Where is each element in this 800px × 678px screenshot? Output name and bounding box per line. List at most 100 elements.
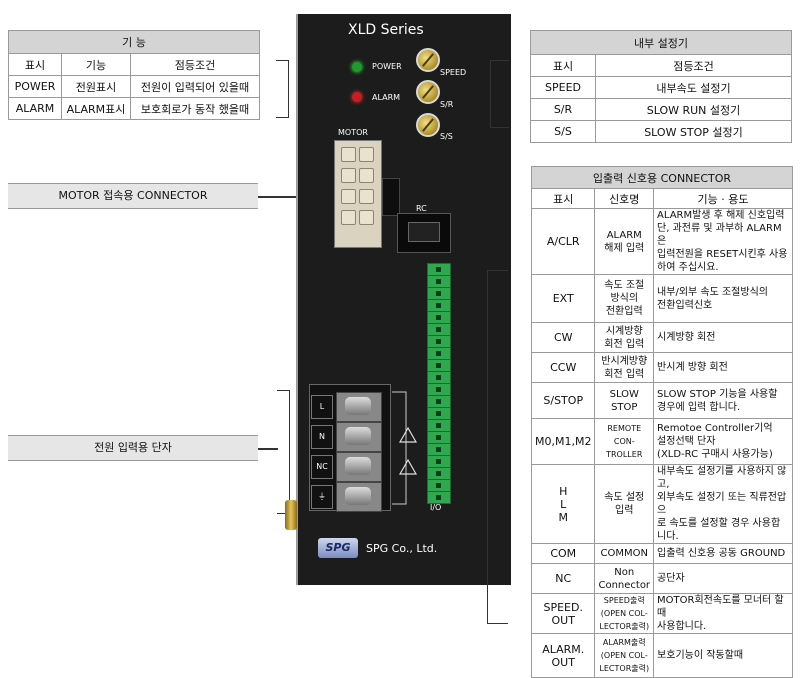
spg-logo: SPG <box>318 538 358 558</box>
table-cell: COMMON <box>594 543 655 564</box>
table-cell: 내부속도 설정기를 사용하지 않고, 외부속도 설정기 또는 직류전압으 로 속… <box>653 464 793 544</box>
table-cell: COM <box>530 543 596 564</box>
table-row: SPEED 내부속도 설정기 <box>530 76 792 99</box>
brass-fitting <box>285 500 297 530</box>
io-bracket <box>487 270 508 624</box>
internal-setting-table: 내부 설정기 표시 점등조건 SPEED 내부속도 설정기 S/R SLOW R… <box>530 30 792 143</box>
terminal-screw-ground[interactable] <box>336 482 382 512</box>
table-cell: SPEED <box>530 76 596 99</box>
table-cell: ALARM표시 <box>61 97 131 120</box>
table-cell: M0,M1,M2 <box>530 418 596 465</box>
col-header: 기능 <box>61 53 131 76</box>
terminal-screw-n[interactable] <box>336 422 382 452</box>
internal-table-title: 내부 설정기 <box>530 30 792 55</box>
power-bracket <box>277 390 290 514</box>
table-row: S/R SLOW RUN 설정기 <box>530 98 792 121</box>
table-cell: ALARM <box>8 97 62 120</box>
table-cell: SLOW STOP 기능을 사용할 경우에 입력 합니다. <box>653 382 793 419</box>
terminal-label: N <box>311 425 333 449</box>
table-cell: S/STOP <box>530 382 596 419</box>
function-bracket <box>276 60 289 118</box>
io-pin[interactable] <box>427 287 451 300</box>
terminal-screw-nc[interactable] <box>336 452 382 482</box>
table-cell: S/S <box>530 120 596 143</box>
table-cell: 보호기능이 작동할때 <box>653 633 793 678</box>
table-cell: H L M <box>530 464 596 544</box>
motor-connector[interactable] <box>334 140 382 248</box>
slow-run-knob[interactable] <box>416 80 440 104</box>
io-table-title: 입출력 신호용 CONNECTOR <box>531 166 793 189</box>
table-cell: 전원표시 <box>61 75 131 98</box>
warning-icon <box>398 458 418 475</box>
table-cell: EXT <box>530 274 596 323</box>
table-cell: SLOW RUN 설정기 <box>595 98 792 121</box>
company-name: SPG Co., Ltd. <box>366 542 438 555</box>
table-cell: SPEED. OUT <box>530 593 596 634</box>
table-cell: 시계방향 회전 입력 <box>594 322 655 353</box>
warning-symbols <box>392 391 418 505</box>
col-header: 신호명 <box>594 188 655 209</box>
table-row: S/S SLOW STOP 설정기 <box>530 120 792 143</box>
power-leader-line <box>258 448 278 450</box>
table-cell: A/CLR <box>530 208 596 275</box>
slow-stop-knob[interactable] <box>416 113 440 137</box>
terminal-screw-l[interactable] <box>336 392 382 422</box>
function-table: 기 능 표시 기능 점등조건 POWER 전원표시 전원이 입력되어 있을때 A… <box>8 30 260 120</box>
col-header: 점등조건 <box>595 54 792 77</box>
internal-bracket <box>490 60 509 128</box>
table-cell: REMOTE CON- TROLLER <box>594 418 655 465</box>
speed-knob[interactable] <box>416 48 440 72</box>
table-cell: 속도 설정 입력 <box>594 464 655 544</box>
table-cell: SLOW STOP 설정기 <box>595 120 792 143</box>
table-cell: 반시계방향 회전 입력 <box>594 352 655 383</box>
speed-knob-label: SPEED <box>440 68 467 77</box>
table-cell: 내부/외부 속도 조절방식의 전환입력신호 <box>653 274 793 323</box>
col-header: 기능 · 용도 <box>653 188 793 209</box>
col-header: 점등조건 <box>130 53 260 76</box>
table-row: POWER 전원표시 전원이 입력되어 있을때 <box>8 75 260 98</box>
table-cell: CW <box>530 322 596 353</box>
power-terminal-label: 전원 입력용 단자 <box>8 435 258 461</box>
function-table-title: 기 능 <box>8 30 260 54</box>
table-cell: SLOW STOP <box>594 382 655 419</box>
table-cell: CCW <box>530 352 596 383</box>
col-header: 표시 <box>8 53 62 76</box>
power-led <box>352 62 362 72</box>
io-pin[interactable] <box>427 479 451 492</box>
io-pin[interactable] <box>427 491 451 504</box>
table-cell: S/R <box>530 98 596 121</box>
table-cell: 반시계 방향 회전 <box>653 352 793 383</box>
table-cell: 보호회로가 동작 했을때 <box>130 97 260 120</box>
slow-stop-knob-label: S/S <box>440 132 453 141</box>
io-caption: I/O <box>430 503 442 512</box>
alarm-led-label: ALARM <box>372 93 401 102</box>
table-row: ALARM ALARM표시 보호회로가 동작 했을때 <box>8 97 260 120</box>
col-header: 표시 <box>530 188 596 209</box>
table-cell: 공단자 <box>653 563 793 594</box>
series-title: XLD Series <box>348 22 424 38</box>
table-cell: ALARM발생 후 해제 신호입력 단, 과전류 및 과부하 ALARM은 입력… <box>653 208 793 275</box>
motor-connector-caption: MOTOR <box>338 128 368 137</box>
table-cell: Remotoe Controller기억 설정선택 단자 (XLD-RC 구매시… <box>653 418 793 465</box>
slow-run-knob-label: S/R <box>440 100 454 109</box>
table-cell: 입출력 신호용 공동 GROUND <box>653 543 793 564</box>
table-cell: 시계방향 회전 <box>653 322 793 353</box>
io-pin[interactable] <box>427 395 451 408</box>
motor-latch <box>382 178 400 216</box>
table-cell: POWER <box>8 75 62 98</box>
terminal-label: L <box>311 395 333 419</box>
rc-caption: RC <box>416 204 427 213</box>
table-cell: 전원이 입력되어 있을때 <box>130 75 260 98</box>
io-pin[interactable] <box>427 371 451 384</box>
table-cell: ALARM출력 (OPEN COL- LECTOR출력) <box>594 633 655 678</box>
rc-jack[interactable] <box>397 213 451 253</box>
table-cell: 속도 조절 방식의 전환입력 <box>594 274 655 323</box>
